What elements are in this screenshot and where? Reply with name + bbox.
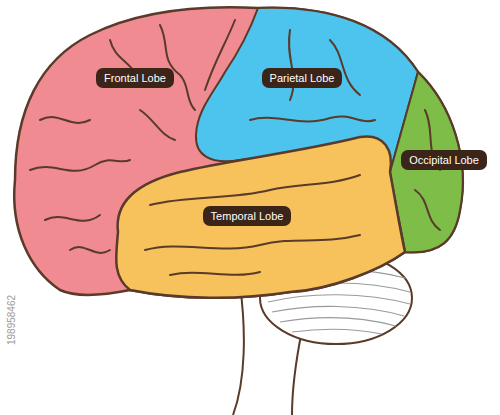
lobe-label: Frontal Lobe xyxy=(96,68,174,88)
watermark-number: 198958462 xyxy=(6,295,17,345)
temporal-lobe xyxy=(116,136,405,297)
lobe-label: Parietal Lobe xyxy=(262,68,343,88)
lobe-name: Temporal Lobe xyxy=(211,209,284,223)
lobe-name: Occipital Lobe xyxy=(409,153,479,167)
lobe-label: Temporal Lobe xyxy=(203,206,292,226)
lobe-name: Parietal Lobe xyxy=(270,71,335,85)
gyri-lines xyxy=(30,20,440,275)
lobe-label: Occipital Lobe xyxy=(401,150,487,170)
frontal-lobe xyxy=(14,7,463,298)
lobe-name: Frontal Lobe xyxy=(104,71,166,85)
